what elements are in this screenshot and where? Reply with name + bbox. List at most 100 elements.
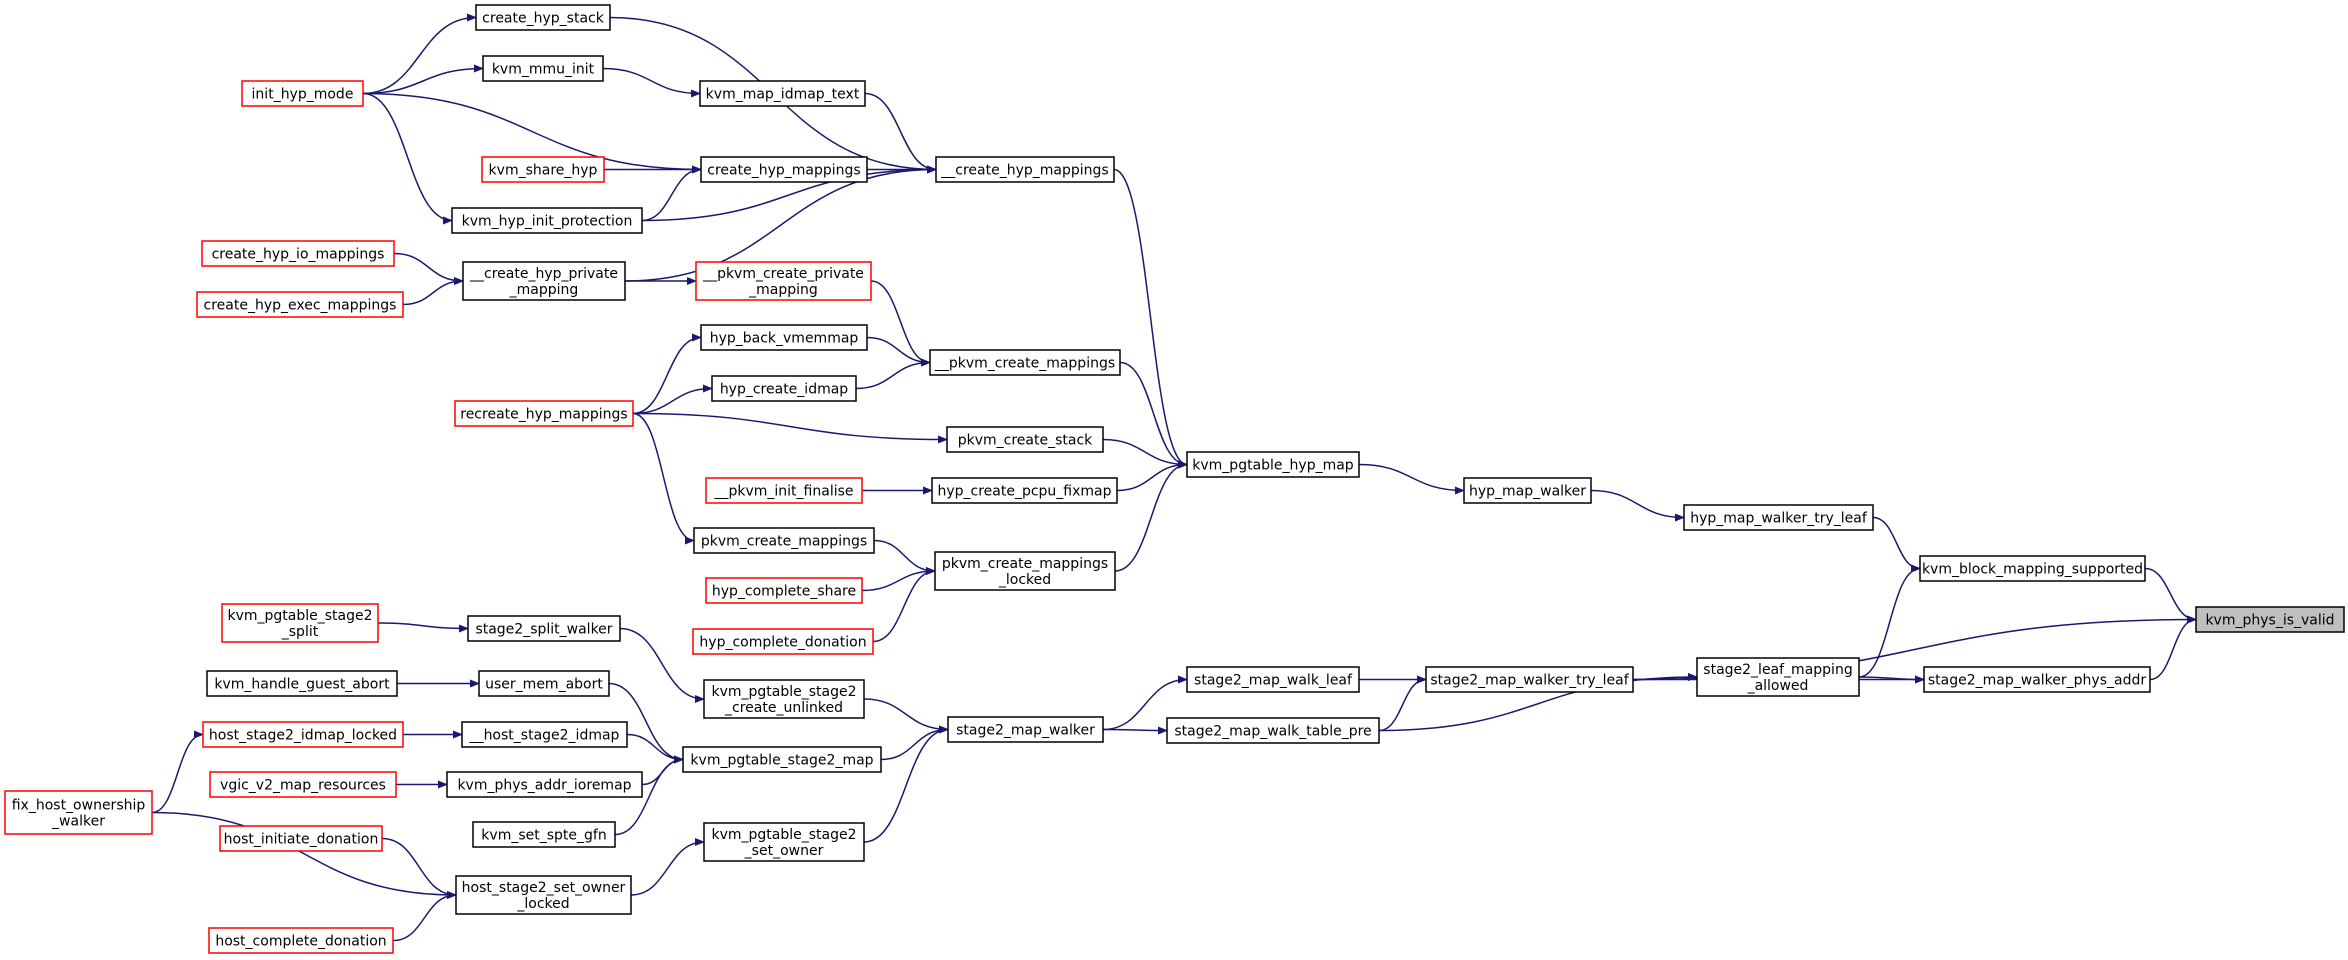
edge-kvm-set-spte-gfn-to-kvm-pgtable-stage2-map [614, 755, 684, 836]
node-pkvm-create-mappings[interactable]: pkvm_create_mappings [693, 527, 875, 554]
edge-hyp-create-idmap-to-pkvm-create-mappings [855, 358, 931, 390]
node-pkvm-create-private-mapping[interactable]: __pkvm_create_private_mapping [695, 261, 872, 301]
node-kvm-block-mapping-supported[interactable]: kvm_block_mapping_supported [1919, 555, 2146, 582]
node-box [1696, 657, 1860, 697]
node-pkvm-create-stack[interactable]: pkvm_create_stack [946, 426, 1104, 453]
node-recreate-hyp-mappings[interactable]: recreate_hyp_mappings [454, 400, 634, 427]
node-label: _walker [51, 814, 105, 830]
node-host-complete-donation[interactable]: host_complete_donation [208, 927, 394, 954]
node-stage2-split-walker[interactable]: stage2_split_walker [467, 615, 621, 642]
node-init-hyp-mode[interactable]: init_hyp_mode [241, 80, 364, 107]
node-label: kvm_phys_is_valid [2205, 613, 2334, 629]
node-vgic-v2-map-resources[interactable]: vgic_v2_map_resources [209, 771, 397, 798]
node-kvm-map-idmap-text[interactable]: kvm_map_idmap_text [699, 80, 866, 107]
node-box [467, 615, 621, 642]
node-label: kvm_pgtable_stage2 [227, 608, 372, 624]
node-stage2-map-walk-leaf[interactable]: stage2_map_walk_leaf [1186, 666, 1360, 693]
node-box [1463, 477, 1592, 504]
node-box [196, 291, 404, 318]
node-fix-host-ownership-walker[interactable]: fix_host_ownership_walker [4, 790, 153, 835]
node-create-hyp-private-mapping[interactable]: __create_hyp_private_mapping [462, 261, 626, 301]
node-box [695, 261, 872, 301]
edge-recreate-hyp-mappings-to-pkvm-create-stack [632, 412, 948, 444]
node-hyp-complete-share[interactable]: hyp_complete_share [705, 577, 863, 604]
edge-hyp-map-walker-try-leaf-to-kvm-block-mapping-supported [1872, 516, 1921, 573]
node-box [455, 875, 632, 915]
node-kvm-pgtable-stage2-set-owner[interactable]: kvm_pgtable_stage2_set_owner [703, 822, 865, 862]
node-box [931, 477, 1118, 504]
node-create-hyp-mappings[interactable]: create_hyp_mappings [700, 156, 868, 183]
node-hyp-map-walker[interactable]: hyp_map_walker [1463, 477, 1592, 504]
node-pkvm-create-mappings[interactable]: __pkvm_create_mappings [929, 349, 1121, 376]
nodes-layer: create_hyp_stack kvm_mmu_init init_hyp_mod… [4, 4, 2345, 954]
node-hyp-map-walker-try-leaf[interactable]: hyp_map_walker_try_leaf [1683, 504, 1874, 531]
edge-stage2-map-walker-to-stage2-map-walk-table-pre [1102, 726, 1168, 735]
node-label: kvm_pgtable_stage2 [711, 684, 856, 700]
node-stage2-map-walker[interactable]: stage2_map_walker [947, 716, 1104, 743]
edge-recreate-hyp-mappings-to-hyp-back-vmemmap [632, 333, 702, 415]
node-kvm-pgtable-stage2-split[interactable]: kvm_pgtable_stage2_split [221, 603, 379, 643]
node-stage2-map-walker-try-leaf[interactable]: stage2_map_walker_try_leaf [1425, 666, 1634, 693]
node-hyp-back-vmemmap[interactable]: hyp_back_vmemmap [700, 324, 868, 351]
edge-init-hyp-mode-to-kvm-hyp-init-protection [362, 92, 453, 225]
node-kvm-pgtable-hyp-map[interactable]: kvm_pgtable_hyp_map [1186, 451, 1360, 478]
node-stage2-map-walk-table-pre[interactable]: stage2_map_walk_table_pre [1166, 717, 1380, 744]
node-kvm-mmu-init[interactable]: kvm_mmu_init [482, 55, 604, 82]
node-label: _mapping [509, 282, 579, 298]
node-hyp-complete-donation[interactable]: hyp_complete_donation [692, 628, 874, 655]
edge-kvm-hyp-init-protection-to-create-hyp-mappings [641, 165, 937, 222]
node-box [201, 240, 395, 267]
edge-create-hyp-exec-mappings-to-create-hyp-private-mapping [402, 277, 464, 306]
node-kvm-pgtable-stage2-create-unlinked[interactable]: kvm_pgtable_stage2_create_unlinked [703, 679, 865, 719]
node-label: stage2_map_walk_leaf [1194, 673, 1353, 689]
node-stage2-map-walker-phys-addr[interactable]: stage2_map_walker_phys_addr [1923, 666, 2151, 693]
edge-pkvm-create-mappings-locked-to-kvm-pgtable-hyp-map [1114, 460, 1188, 572]
node-kvm-set-spte-gfn[interactable]: kvm_set_spte_gfn [472, 821, 616, 848]
node-host-initiate-donation[interactable]: host_initiate_donation [219, 825, 383, 852]
node-pkvm-init-finalise[interactable]: __pkvm_init_finalise [705, 477, 863, 504]
node-pkvm-create-mappings-locked[interactable]: pkvm_create_mappings_locked [934, 551, 1116, 591]
edge-pkvm-create-mappings-to-kvm-pgtable-hyp-map [1119, 361, 1188, 469]
node-host-stage2-set-owner-locked[interactable]: host_stage2_set_owner_locked [455, 875, 632, 915]
node-create-hyp-exec-mappings[interactable]: create_hyp_exec_mappings [196, 291, 404, 318]
edge-init-hyp-mode-to-kvm-mmu-init [362, 64, 484, 95]
node-kvm-pgtable-stage2-map[interactable]: kvm_pgtable_stage2_map [682, 746, 882, 773]
node-label: pkvm_create_mappings [942, 556, 1108, 572]
node-label: __pkvm_create_private [702, 266, 864, 282]
node-create-hyp-io-mappings[interactable]: create_hyp_io_mappings [201, 240, 395, 267]
node-kvm-phys-addr-ioremap[interactable]: kvm_phys_addr_ioremap [446, 771, 643, 798]
node-create-hyp-stack[interactable]: create_hyp_stack [475, 4, 611, 31]
node-kvm-share-hyp[interactable]: kvm_share_hyp [481, 156, 605, 183]
node-label: kvm_hyp_init_protection [462, 214, 633, 230]
node-kvm-handle-guest-abort[interactable]: kvm_handle_guest_abort [206, 670, 398, 697]
node-label: stage2_leaf_mapping [1703, 662, 1852, 678]
node-box [462, 261, 626, 301]
edge-stage2-leaf-mapping-allowed-to-kvm-block-mapping-supported [1858, 564, 1921, 678]
node-label: __host_stage2_idmap [469, 728, 620, 744]
node-box [934, 551, 1116, 591]
node-hyp-create-idmap[interactable]: hyp_create_idmap [711, 375, 857, 402]
edge-create-hyp-private-mapping-to-create-hyp-mappings [624, 165, 937, 282]
node-stage2-leaf-mapping-allowed[interactable]: stage2_leaf_mapping_allowed [1696, 657, 1860, 697]
edge-stage2-split-walker-to-kvm-pgtable-stage2-create-unlinked [619, 627, 705, 703]
node-label: _allowed [1747, 678, 1809, 694]
node-label: hyp_map_walker_try_leaf [1690, 511, 1868, 527]
node-label: kvm_pgtable_hyp_map [1192, 458, 1354, 474]
node-kvm-hyp-init-protection[interactable]: kvm_hyp_init_protection [451, 207, 643, 234]
node-label: kvm_phys_addr_ioremap [457, 778, 631, 794]
node-host-stage2-idmap[interactable]: __host_stage2_idmap [461, 721, 628, 748]
node-box [478, 670, 610, 697]
edge-kvm-hyp-init-protection-to-create-hyp-mappings [641, 165, 702, 222]
edge-fix-host-ownership-walker-to-host-stage2-idmap-locked [151, 730, 204, 814]
node-label: __create_hyp_mappings [940, 163, 1108, 179]
node-hyp-create-pcpu-fixmap[interactable]: hyp_create_pcpu_fixmap [931, 477, 1118, 504]
node-create-hyp-mappings[interactable]: __create_hyp_mappings [935, 156, 1115, 183]
edge-kvm-pgtable-stage2-set-owner-to-stage2-map-walker [863, 725, 949, 843]
node-kvm-phys-is-valid[interactable]: kvm_phys_is_valid [2195, 606, 2345, 633]
node-box [929, 349, 1121, 376]
node-label: kvm_share_hyp [489, 163, 598, 179]
node-box [1166, 717, 1380, 744]
node-user-mem-abort[interactable]: user_mem_abort [478, 670, 610, 697]
node-host-stage2-idmap-locked[interactable]: host_stage2_idmap_locked [202, 721, 404, 748]
